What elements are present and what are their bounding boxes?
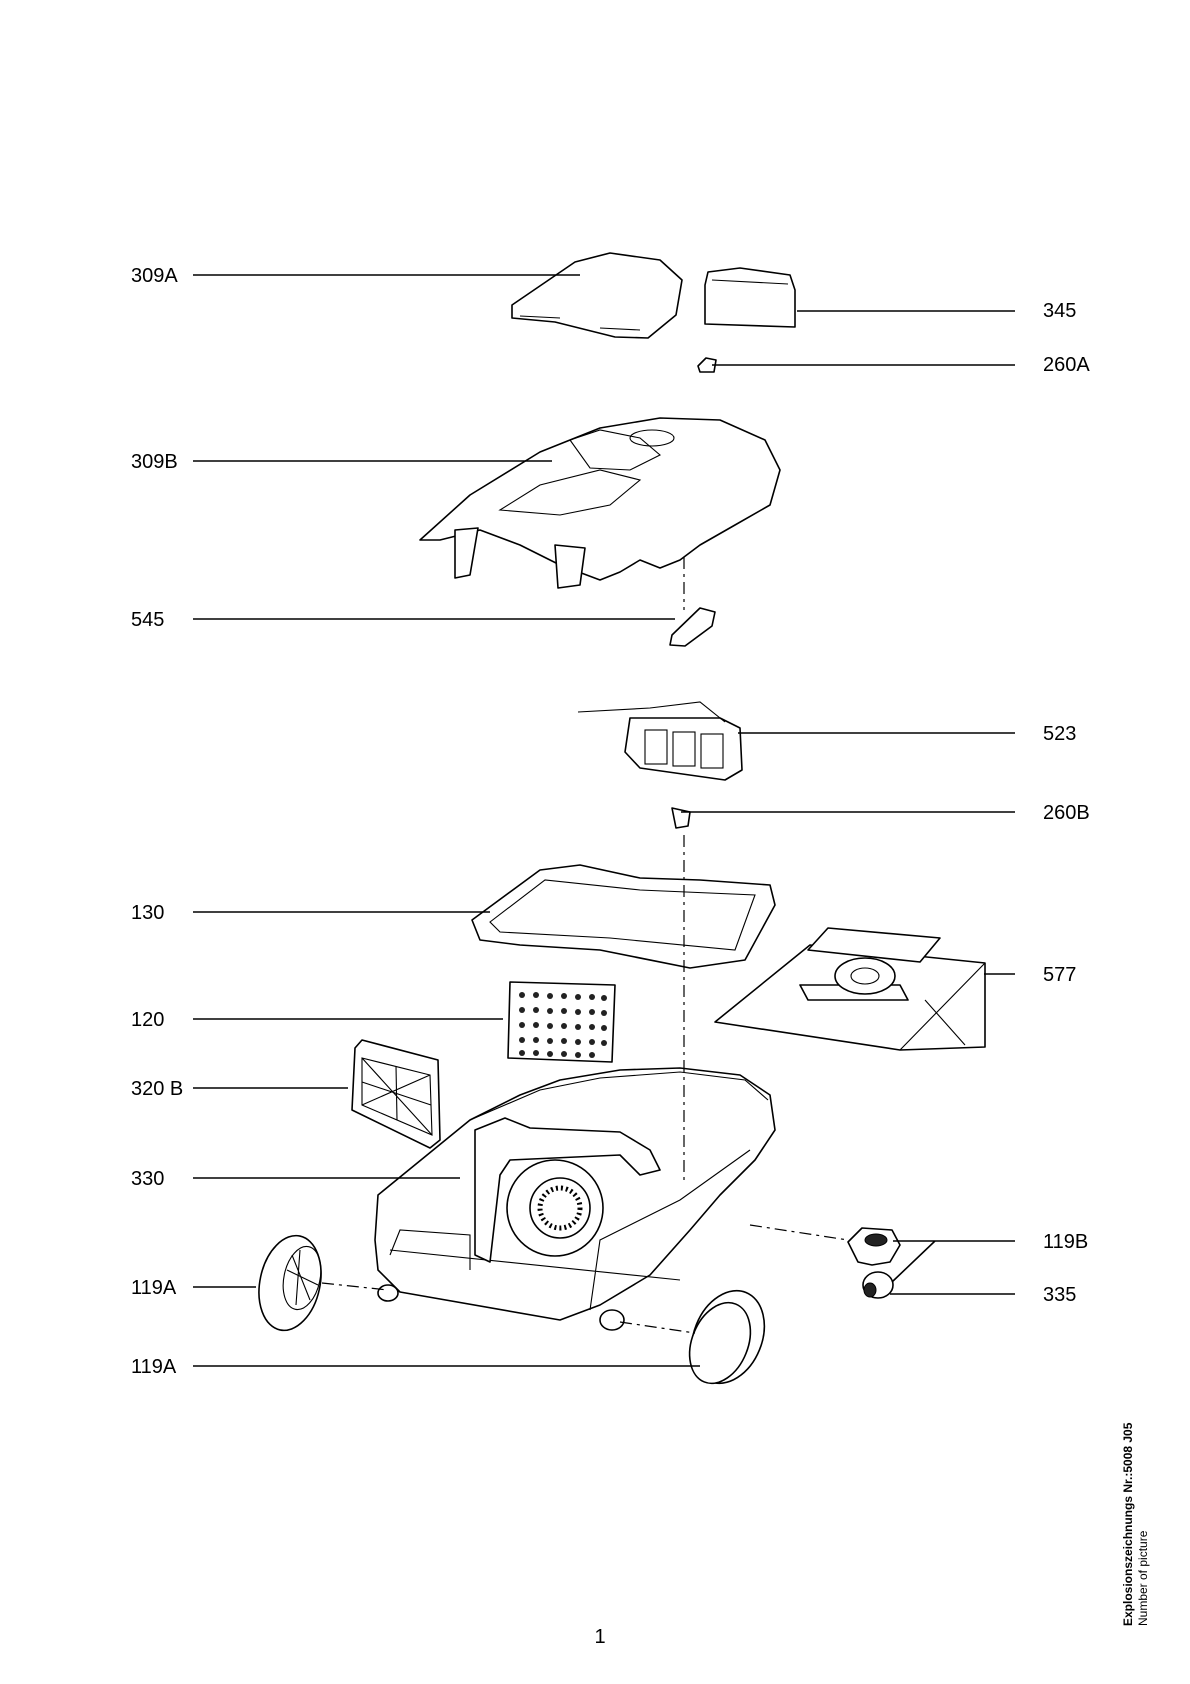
- label-545: 545: [131, 609, 164, 631]
- part-309a-lid: [511, 252, 683, 339]
- label-130: 130: [131, 902, 164, 924]
- label-119a-rear: 119A: [131, 1277, 177, 1299]
- drawing-caption: Explosionszeichnungs Nr.:5008 J05 Number…: [1121, 1306, 1151, 1626]
- label-523: 523: [1043, 723, 1076, 745]
- part-120-filter: [507, 981, 616, 1063]
- assembly-axis-castor: [749, 1224, 849, 1241]
- label-309b: 309B: [131, 451, 178, 473]
- label-309a: 309A: [131, 265, 178, 287]
- page-number: 1: [594, 1626, 606, 1648]
- part-545-latch: [669, 607, 716, 647]
- part-523-filter-frame: [577, 701, 743, 781]
- part-119a-rear-wheel: [258, 1234, 322, 1332]
- part-309b-housing-top: [419, 417, 781, 589]
- part-345-cover: [704, 267, 796, 328]
- part-320b-filter-grille: [351, 1039, 441, 1149]
- label-260a: 260A: [1043, 354, 1090, 376]
- part-119a-wheel: [688, 1289, 766, 1385]
- label-335: 335: [1043, 1284, 1076, 1306]
- part-260b-clip: [671, 807, 691, 829]
- label-260b: 260B: [1043, 802, 1090, 824]
- part-130-gasket: [471, 864, 776, 969]
- leader-lines: [193, 274, 1015, 1367]
- label-119a-front: 119A: [131, 1356, 177, 1378]
- part-577-dust-bag: [714, 927, 986, 1051]
- drawing-title: Explosionszeichnungs Nr.:5008 J05: [1121, 1422, 1135, 1626]
- label-320b: 320 B: [131, 1078, 183, 1100]
- drawing-subtitle: Number of picture: [1136, 1530, 1150, 1626]
- part-330-base-housing: [374, 1067, 776, 1331]
- part-119b-wheel-mount: [847, 1227, 901, 1266]
- assembly-axis-wheel-bottom: [619, 1321, 696, 1334]
- assembly-axis-wheel-left: [321, 1282, 389, 1291]
- label-120: 120: [131, 1009, 164, 1031]
- part-260a-clip: [697, 357, 717, 373]
- label-119b: 119B: [1043, 1231, 1088, 1253]
- label-577: 577: [1043, 964, 1076, 986]
- part-335-castor-roller: [862, 1271, 894, 1299]
- label-345: 345: [1043, 300, 1076, 322]
- label-330: 330: [131, 1168, 164, 1190]
